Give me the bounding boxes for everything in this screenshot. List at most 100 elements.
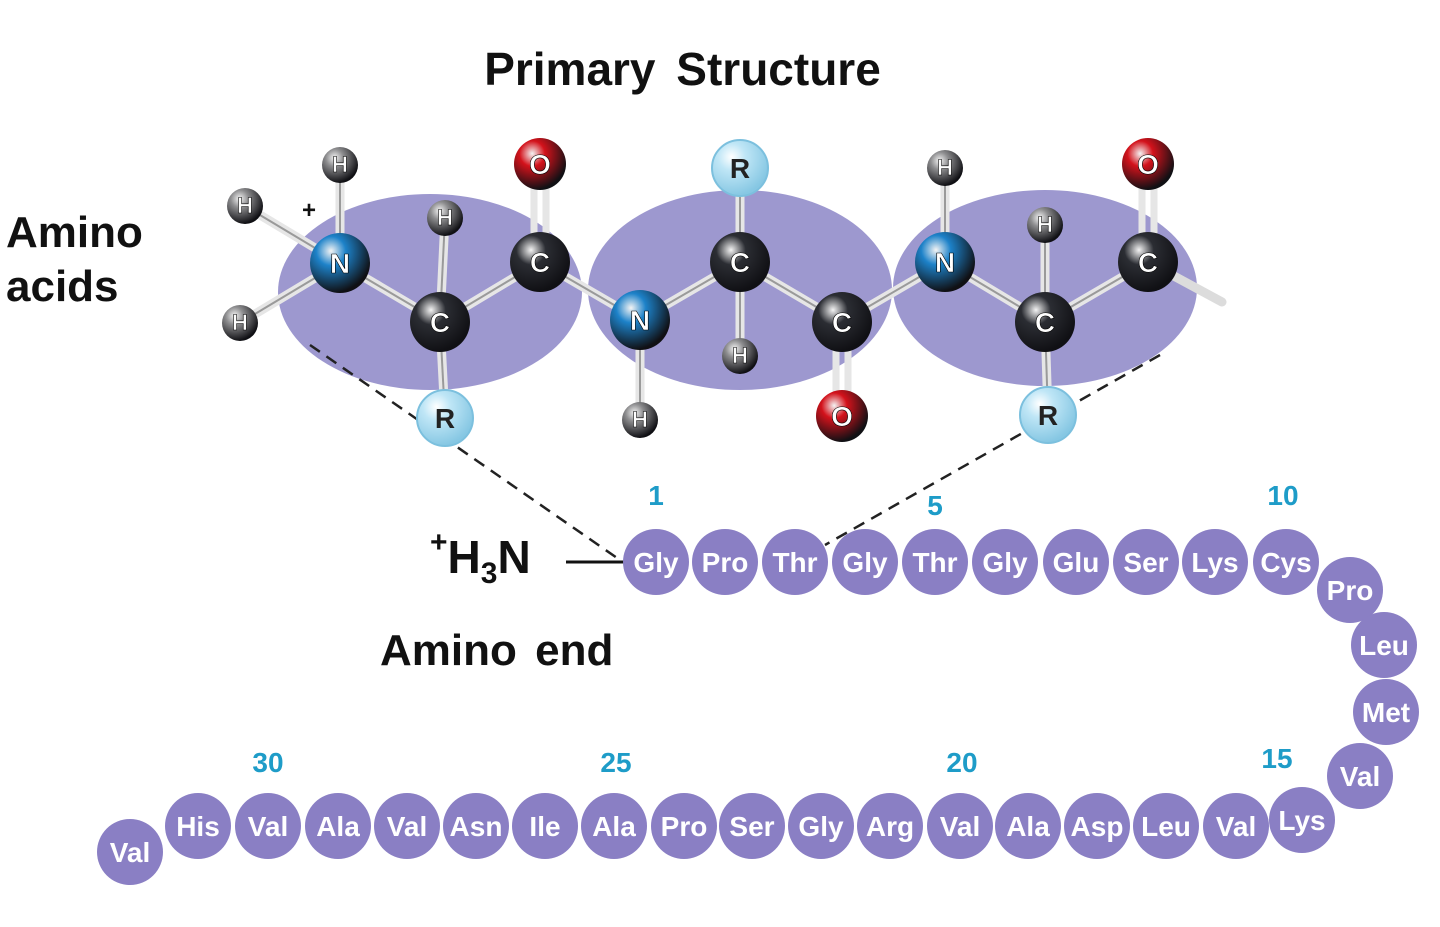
- atom-label: R: [435, 403, 455, 434]
- residue-bead: Pro: [692, 529, 758, 595]
- atom-label: N: [630, 305, 650, 336]
- residue-label: Lys: [1191, 547, 1238, 578]
- atom-label: C: [530, 247, 550, 278]
- residue-label: Gly: [982, 547, 1028, 578]
- atom-label: C: [730, 247, 750, 278]
- residue-label: Ala: [316, 811, 360, 842]
- residue-label: Pro: [702, 547, 749, 578]
- hydrogen-atom: H: [427, 200, 463, 236]
- atom-label: H: [632, 407, 648, 432]
- oxygen-atom: O: [514, 138, 566, 190]
- residue-bead: Val: [235, 793, 301, 859]
- residue-bead: Thr: [762, 529, 828, 595]
- residue-label: Gly: [633, 547, 679, 578]
- diagram-title: Primary Structure: [484, 43, 881, 95]
- residue-label: Ala: [1006, 811, 1050, 842]
- residue-bead: Val: [374, 793, 440, 859]
- carbon-atom: C: [812, 292, 872, 352]
- residue-label: Val: [1340, 761, 1380, 792]
- residue-label: Ile: [529, 811, 560, 842]
- residue-bead: Gly: [972, 529, 1038, 595]
- nitrogen-atom: N: [310, 233, 370, 293]
- oxygen-atom: O: [816, 390, 868, 442]
- position-number: 5: [927, 490, 943, 521]
- residue-bead: Ser: [719, 793, 785, 859]
- residue-label: Thr: [912, 547, 957, 578]
- r-group-atom: R: [1019, 386, 1077, 444]
- atom-label: R: [1038, 400, 1058, 431]
- n-terminus-label: +H3N: [430, 526, 531, 591]
- atom-label: H: [237, 193, 253, 218]
- atom-label: C: [832, 307, 852, 338]
- residue-bead: Glu: [1043, 529, 1109, 595]
- hydrogen-atom: H: [927, 150, 963, 186]
- residue-label: Val: [248, 811, 288, 842]
- atom-label: C: [1035, 307, 1055, 338]
- hydrogen-atom: H: [222, 305, 258, 341]
- n-terminus-h: H: [447, 531, 481, 583]
- residue-label: Lys: [1278, 805, 1325, 836]
- nitrogen-atom: N: [915, 232, 975, 292]
- atom-label: H: [732, 343, 748, 368]
- residue-bead: Gly: [623, 529, 689, 595]
- residue-label: Cys: [1260, 547, 1311, 578]
- residue-label: Val: [1216, 811, 1256, 842]
- nitrogen-atom: N: [610, 290, 670, 350]
- residue-bead: Leu: [1133, 793, 1199, 859]
- position-number: 25: [600, 747, 631, 778]
- residue-bead: Pro: [651, 793, 717, 859]
- atom-label: O: [1137, 149, 1159, 180]
- residue-bead: Ala: [995, 793, 1061, 859]
- residue-bead: Ala: [581, 793, 647, 859]
- position-number: 10: [1267, 480, 1298, 511]
- residue-bead: Val: [1203, 793, 1269, 859]
- residue-bead: Asn: [443, 793, 509, 859]
- atom-label: O: [529, 149, 551, 180]
- carbon-atom: C: [710, 232, 770, 292]
- residue-label: His: [176, 811, 220, 842]
- residue-label: Arg: [866, 811, 914, 842]
- position-number: 30: [252, 747, 283, 778]
- residue-bead: Cys: [1253, 529, 1319, 595]
- residue-bead: Lys: [1269, 787, 1335, 853]
- atom-label: H: [437, 205, 453, 230]
- residue-bead: Asp: [1064, 793, 1130, 859]
- position-number: 15: [1261, 743, 1292, 774]
- zoom-line-1: [309, 343, 621, 562]
- residue-label: Pro: [1327, 575, 1374, 606]
- hydrogen-atom: H: [622, 402, 658, 438]
- n-terminus-charge: +: [430, 526, 448, 559]
- residue-bead: Val: [1327, 743, 1393, 809]
- carbon-atom: C: [1015, 292, 1075, 352]
- residue-label: Leu: [1359, 630, 1409, 661]
- residue-label: Val: [110, 837, 150, 868]
- residue-bead: Leu: [1351, 612, 1417, 678]
- residue-label: Leu: [1141, 811, 1191, 842]
- n-terminus-n: N: [497, 531, 531, 583]
- amino-acids-label-line1: Amino: [6, 208, 143, 257]
- amino-end-label: Amino end: [380, 626, 614, 675]
- atom-label: H: [332, 152, 348, 177]
- hydrogen-atom: H: [227, 188, 263, 224]
- carbon-atom: C: [410, 292, 470, 352]
- r-group-atom: R: [711, 139, 769, 197]
- hydrogen-atom: H: [722, 338, 758, 374]
- residue-bead: Thr: [902, 529, 968, 595]
- zoom-dashed-lines: [309, 343, 1161, 562]
- residue-label: Asn: [450, 811, 503, 842]
- carbon-atom: C: [1118, 232, 1178, 292]
- charge-plus: +: [302, 197, 316, 224]
- residue-label: Thr: [772, 547, 817, 578]
- residue-label: Val: [940, 811, 980, 842]
- position-number: 1: [648, 480, 664, 511]
- atom-label: N: [935, 247, 955, 278]
- residue-bead: Pro: [1317, 557, 1383, 623]
- residue-bead: Gly: [788, 793, 854, 859]
- atom-label: H: [937, 155, 953, 180]
- atom-label: R: [730, 153, 750, 184]
- amino-acids-label-line2: acids: [6, 262, 119, 311]
- atom-label: H: [232, 310, 248, 335]
